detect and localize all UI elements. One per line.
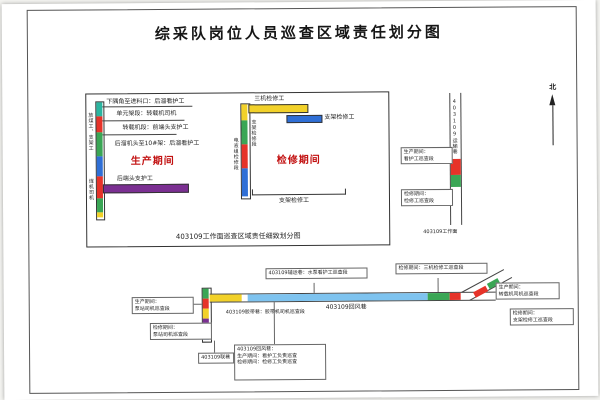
callout-pump-maintenance: 检修期间： 泵站司机巡查段	[149, 322, 212, 341]
lead-line	[102, 133, 177, 136]
color-segment	[241, 168, 248, 197]
color-segment	[96, 156, 103, 177]
color-segment	[241, 120, 248, 145]
lead-line	[102, 105, 193, 108]
production-label-1: 下隅角至进料口：后溜看护工	[106, 97, 185, 106]
maintenance-period-label: 检修期间	[276, 154, 321, 167]
connector-line	[313, 282, 315, 293]
end-support-bar	[102, 183, 189, 194]
color-segment	[449, 292, 461, 300]
color-segment	[450, 174, 461, 187]
production-label-4: 后溜机头至10#架：后溜看护工	[114, 139, 200, 148]
support-crew-bar	[286, 114, 323, 124]
production-label-3: 转载机段：前端头支护工	[122, 123, 189, 132]
return-airway-label: 403109回风巷	[325, 303, 367, 311]
support-section-vlabel: 支架检修段	[250, 119, 257, 147]
production-label-2: 单元架段：转载机司机	[116, 109, 177, 118]
callout-production-right: 生产期间： 转载机司机巡查段	[495, 282, 560, 300]
connector-line	[213, 340, 216, 353]
callout-aux-roadway: 403109辅运巷：水泵看护工巡查段	[265, 267, 368, 279]
color-segment	[241, 104, 248, 121]
color-segment	[209, 294, 242, 302]
roadway-callout-maintenance: 检修期间： 检修工巡查段	[400, 188, 454, 207]
color-segment	[96, 102, 103, 117]
callout-belt-roadway: 403109胶带巷：胶带机司机巡查段	[225, 308, 305, 316]
callout-maintenance-right: 检修期间： 支架检修工巡查段	[509, 308, 574, 326]
shearer-driver-label: 煤机司机	[87, 178, 94, 201]
three-machine-crew-label: 三机检修工	[254, 95, 285, 103]
end-support-label: 后端头支护工	[116, 175, 153, 183]
bottom-brace	[251, 188, 346, 196]
support-crew-label-right: 支架检修工	[324, 113, 355, 121]
color-segment	[247, 293, 428, 302]
color-segment	[96, 132, 103, 157]
callout-link-roadway: 403109联巷	[198, 352, 235, 364]
compass-north-label: 北	[549, 83, 557, 92]
color-segment	[96, 198, 104, 213]
lead-line	[102, 119, 185, 122]
connector-line	[437, 278, 439, 293]
callout-maintenance-crew: 检修期间：三机检修工巡查段	[395, 262, 488, 274]
workface-foot-label: 403109工作面	[423, 228, 458, 236]
bottom-info-box: 403109回风巷： 生产期间：看护工负责巡查 检修期间：检修工负责巡查	[234, 343, 327, 381]
color-segment	[97, 212, 104, 218]
page-title: 综采队岗位人员巡查区域责任划分图	[154, 22, 443, 44]
color-segment	[202, 288, 209, 299]
production-left-roles: 放煤工、支架工	[87, 112, 94, 151]
color-segment	[96, 116, 103, 133]
roadway-callout-production: 生产期间： 看护工巡查段	[400, 146, 453, 165]
color-segment	[427, 292, 450, 301]
color-segment	[202, 308, 209, 319]
inset-caption: 403109工作面巡查区域责任细致划分图	[175, 231, 301, 241]
valve-section-vlabel: 电液组检修段	[232, 137, 239, 171]
color-segment	[241, 144, 248, 169]
support-crew-label-bottom: 支架检修工	[278, 196, 310, 205]
color-segment	[202, 298, 209, 309]
production-period-label: 生产期间	[130, 155, 175, 168]
inset-detail-box: 下隅角至进料口：后溜看护工 单元架段：转载机司机 转载机段：前端头支护工 后溜机…	[85, 91, 391, 248]
callout-pump-production: 生产期间： 泵站司机巡查段	[131, 296, 194, 315]
three-machine-bar	[248, 103, 309, 114]
compass-arrow-icon	[549, 94, 556, 106]
